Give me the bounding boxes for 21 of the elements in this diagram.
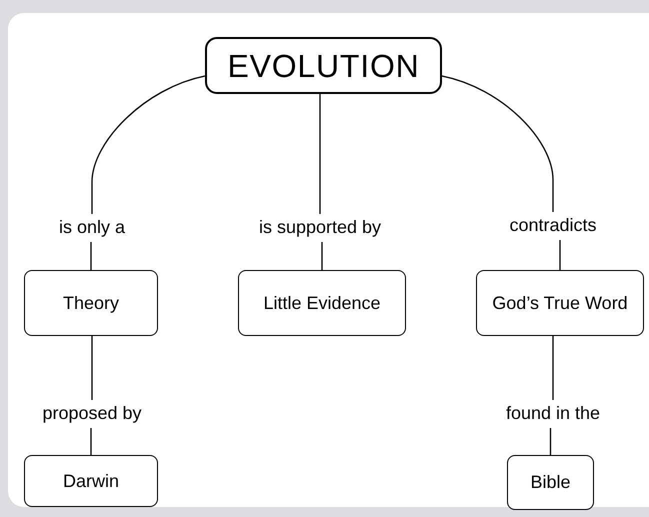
connector-line [550,428,552,457]
connector-line [442,75,554,212]
connector-line [91,336,93,400]
linking-phrase: found in the [488,398,618,428]
linking-phrase: contradicts [488,210,618,240]
concept-box: Theory [24,270,158,336]
concept-box: EVOLUTION [205,37,442,94]
connector-line [552,336,554,400]
concept-box: Little Evidence [238,270,406,336]
connector-line [90,242,92,272]
connector-line [321,242,323,272]
concept-box: Bible [507,455,594,510]
linking-phrase: is only a [37,212,147,242]
linking-phrase: proposed by [27,398,157,428]
concept-box: God’s True Word [476,270,644,336]
connector-line [319,94,321,214]
linking-phrase: is supported by [245,212,395,242]
connector-line [91,75,206,214]
connector-line [559,240,561,272]
concept-box: Darwin [24,455,158,507]
connector-line [90,428,92,457]
